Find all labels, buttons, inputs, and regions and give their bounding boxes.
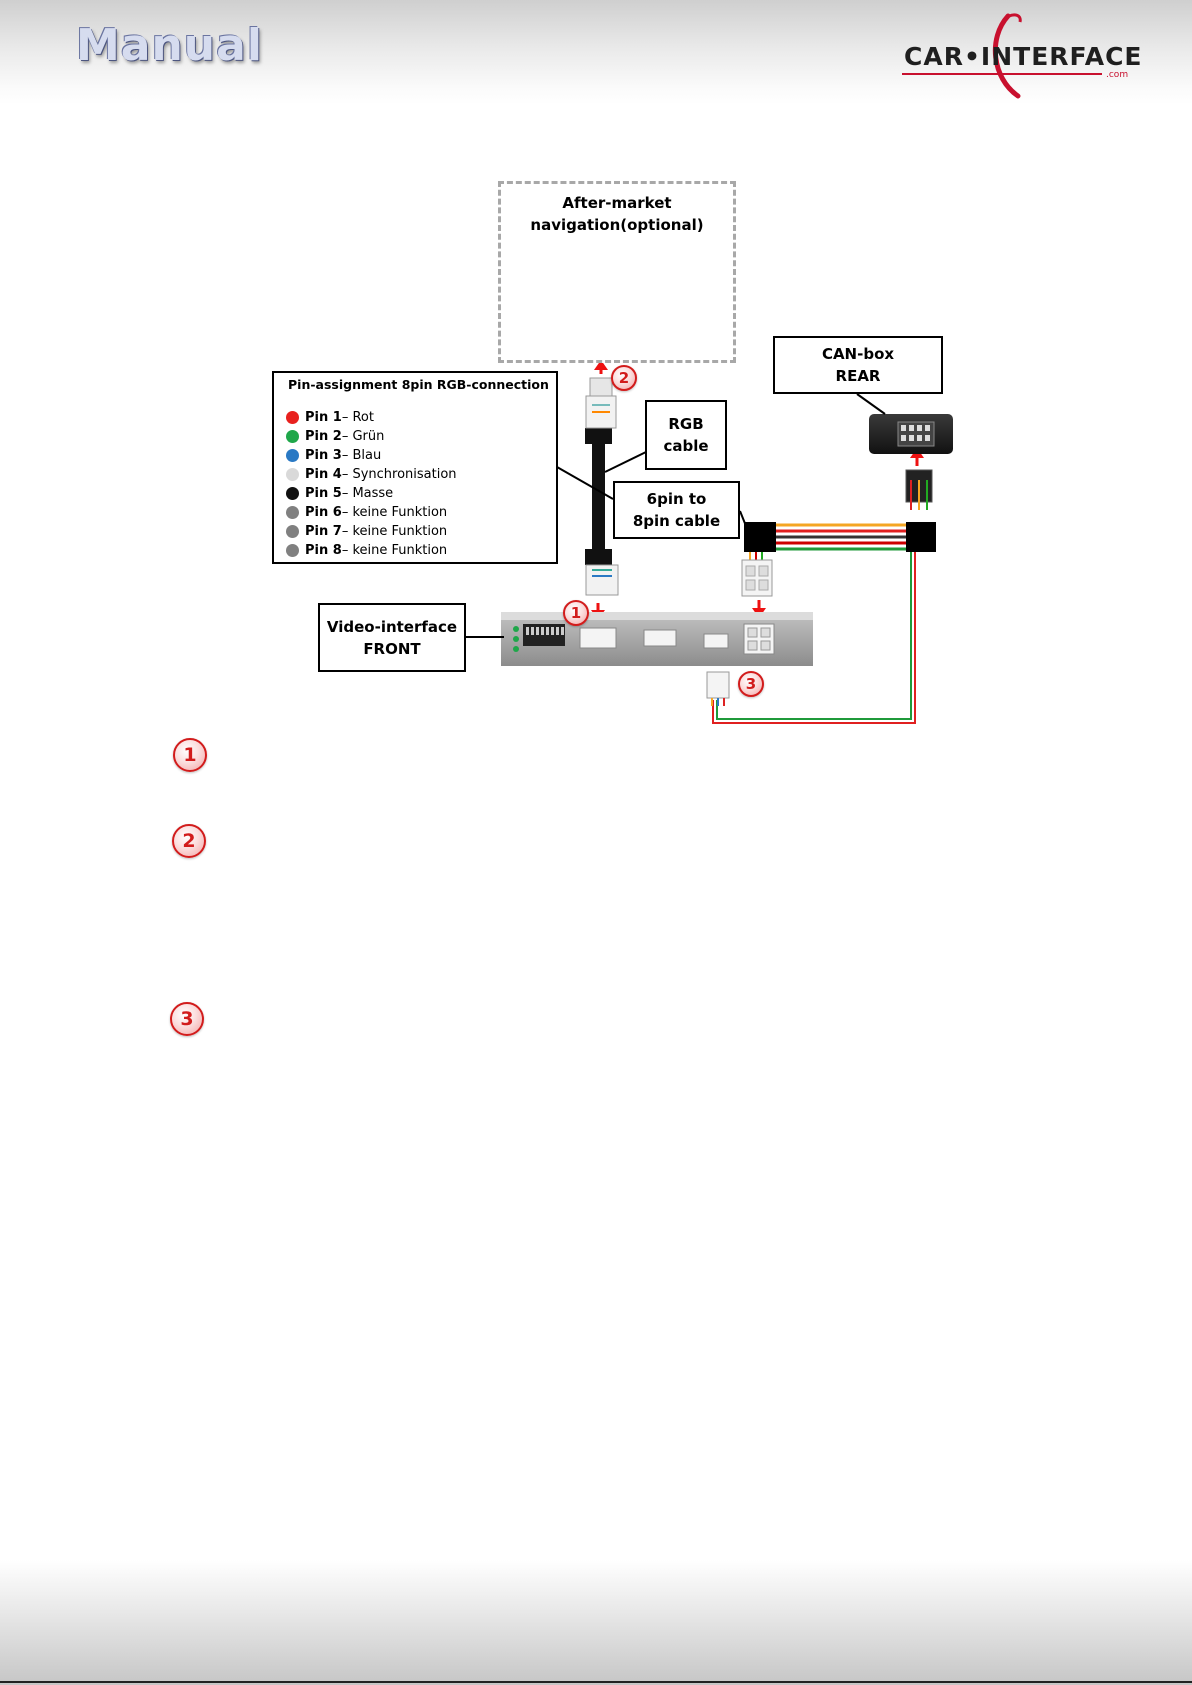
can-box-label-line1: CAN-box <box>821 345 895 363</box>
six-to-eight-label-line2: 8pin cable <box>632 512 721 530</box>
pin-assignment-box: Pin-assignment 8pin RGB-connection Pin 1… <box>272 371 558 564</box>
navigation-label: After-market navigation(optional) <box>501 192 733 236</box>
page-footer <box>0 1560 1192 1685</box>
pin-row-6: Pin 6 – keine Funktion <box>286 503 447 522</box>
pin-6-color-dot <box>286 506 299 519</box>
car-interface-logo: CAR•INTERFACE .com <box>900 8 1143 103</box>
pin-1-label: Pin 1 <box>305 410 342 425</box>
pin-6-desc: – keine Funktion <box>341 505 448 520</box>
rgb-top-connector <box>585 377 617 429</box>
pin-row-8: Pin 8 – keine Funktion <box>286 541 447 560</box>
rgb-cable-label-line1: RGB <box>668 415 704 433</box>
pin-8-desc: – keine Funktion <box>341 543 448 558</box>
wiring-diagram <box>465 246 953 724</box>
step-badge-3: 3 <box>170 1002 204 1036</box>
pin-3-color-dot <box>286 449 299 462</box>
rgb-cable-label: RGB cable <box>645 400 727 470</box>
video-interface-label-line2: FRONT <box>363 639 421 658</box>
diagram-marker-2: 2 <box>611 365 637 391</box>
connector-3 <box>706 671 730 706</box>
logo-text: CAR•INTERFACE <box>904 42 1143 71</box>
six-to-eight-cable-label: 6pin to 8pin cable <box>613 481 740 539</box>
navigation-label-line2: navigation(optional) <box>530 216 704 234</box>
pin-row-4: Pin 4 – Synchronisation <box>286 465 457 484</box>
navigation-label-line1: After-market <box>562 194 672 212</box>
pin-2-label: Pin 2 <box>305 429 342 444</box>
can-loop-wire <box>712 552 916 724</box>
pin-7-color-dot <box>286 525 299 538</box>
pin-assignment-title: Pin-assignment 8pin RGB-connection <box>288 377 549 392</box>
diagram-marker-3: 3 <box>738 671 764 697</box>
harness-block-left <box>744 522 776 552</box>
harness-block-right <box>906 522 936 552</box>
harness-wires <box>760 523 906 551</box>
rgb-cable-label-line2: cable <box>663 437 709 455</box>
pin-2-desc: – Grün <box>341 429 385 444</box>
pin-row-7: Pin 7 – keine Funktion <box>286 522 447 541</box>
pin-7-label: Pin 7 <box>305 524 342 539</box>
pin-7-desc: – keine Funktion <box>341 524 448 539</box>
step-badge-2: 2 <box>172 824 206 858</box>
pin-8-label: Pin 8 <box>305 543 342 558</box>
pin-1-desc: – Rot <box>341 410 374 425</box>
pin-5-desc: – Masse <box>341 486 394 501</box>
footer-line <box>0 1681 1192 1683</box>
pin-3-desc: – Blau <box>341 448 382 463</box>
can-box-label: CAN-box REAR <box>773 336 943 394</box>
video-interface-device <box>501 612 813 666</box>
video-interface-label-line1: Video-interface <box>326 617 458 636</box>
pin-3-label: Pin 3 <box>305 448 342 463</box>
pin-row-3: Pin 3 – Blau <box>286 446 381 465</box>
pin-8-color-dot <box>286 544 299 557</box>
logo-swoosh-icon <box>992 13 1022 99</box>
manual-title: Manual <box>76 20 263 71</box>
pin-1-color-dot <box>286 411 299 424</box>
pin-row-2: Pin 2 – Grün <box>286 427 384 446</box>
rgb-cable-wire <box>592 432 605 554</box>
pin-4-label: Pin 4 <box>305 467 342 482</box>
six-pin-connector <box>741 552 773 597</box>
video-interface-label: Video-interface FRONT <box>318 603 466 672</box>
pin-5-color-dot <box>286 487 299 500</box>
pin-6-label: Pin 6 <box>305 505 342 520</box>
pin-4-desc: – Synchronisation <box>341 467 457 482</box>
pin-4-color-dot <box>286 468 299 481</box>
can-box-device <box>869 414 953 454</box>
logo-underline <box>902 73 1102 75</box>
can-connector <box>905 469 933 510</box>
can-box-label-line2: REAR <box>835 367 881 385</box>
diagram-marker-1: 1 <box>563 600 589 626</box>
navigation-box: After-market navigation(optional) <box>498 181 736 363</box>
pin-2-color-dot <box>286 430 299 443</box>
pin-row-1: Pin 1 – Rot <box>286 408 374 427</box>
pin-row-5: Pin 5 – Masse <box>286 484 393 503</box>
logo-suffix: .com <box>1106 70 1129 80</box>
step-badge-1: 1 <box>173 738 207 772</box>
rgb-bottom-connector <box>585 564 619 596</box>
six-to-eight-label-line1: 6pin to <box>646 490 707 508</box>
pin-5-label: Pin 5 <box>305 486 342 501</box>
